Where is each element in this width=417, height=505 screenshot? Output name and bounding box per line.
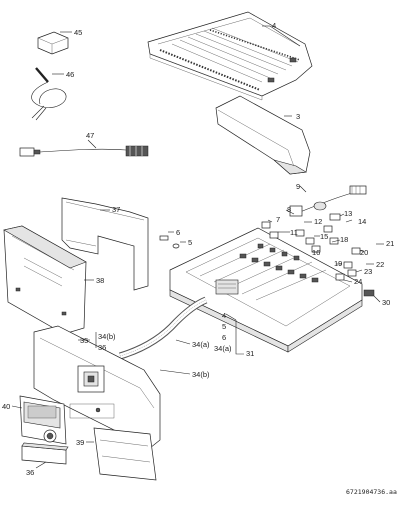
label-20: 20 — [360, 248, 368, 257]
label-12: 12 — [314, 217, 322, 226]
leader-lines — [11, 25, 384, 469]
label-39: 39 — [76, 438, 84, 447]
label-22: 22 — [376, 260, 384, 269]
part-45-module — [37, 31, 69, 55]
part-40-display-unit — [19, 395, 67, 445]
label-21: 21 — [386, 239, 394, 248]
label-13: 13 — [344, 209, 352, 218]
label-14: 14 — [358, 217, 366, 226]
label-23: 23 — [364, 267, 372, 276]
label-37: 37 — [112, 205, 120, 214]
label-31-5: 5 — [222, 322, 226, 331]
label-45: 45 — [74, 28, 82, 37]
part-35-panel-housing — [33, 325, 161, 449]
label-34a: 34(a) — [192, 340, 210, 349]
figure-code: 6721904736.aa — [346, 488, 397, 496]
part-3-flap-cover — [215, 95, 311, 175]
part-47-bus-cable — [19, 145, 149, 157]
label-18: 18 — [340, 235, 348, 244]
part-34-ribbon-cable — [118, 296, 208, 360]
label-8: 8 — [287, 205, 291, 214]
terminal-connectors — [261, 213, 375, 297]
label-36: 36 — [26, 468, 34, 477]
label-40: 40 — [2, 402, 10, 411]
part-37-bracket — [61, 197, 149, 291]
label-35: 35 — [80, 336, 88, 345]
label-38: 38 — [96, 276, 104, 285]
label-9: 9 — [296, 182, 300, 191]
label-15: 15 — [320, 232, 328, 241]
label-31-6: 6 — [222, 333, 226, 342]
label-31: 31 — [246, 349, 254, 358]
part-4-top-cover — [147, 11, 313, 101]
part-36-plate — [21, 442, 69, 465]
label-47: 47 — [86, 131, 94, 140]
label-4: 4 — [272, 21, 276, 30]
label-16: 16 — [312, 248, 320, 257]
label-24: 24 — [354, 277, 362, 286]
label-3: 3 — [296, 112, 300, 121]
label-7: 7 — [276, 215, 280, 224]
label-5: 5 — [188, 238, 192, 247]
part-38-front-fascia — [3, 225, 87, 335]
label-30: 30 — [382, 298, 390, 307]
label-35-36: 36 — [98, 343, 106, 352]
label-34b: 34(b) — [192, 370, 210, 379]
reference-labels: 4 3 45 46 47 37 38 6 5 9 8 7 11 12 13 14… — [2, 21, 397, 496]
label-19: 19 — [334, 259, 342, 268]
part-9-wiring-harness — [289, 185, 367, 217]
part-5-6-fuses — [159, 235, 180, 249]
part-31-control-box — [169, 227, 363, 353]
part-39-cover-plate — [93, 427, 157, 481]
label-46: 46 — [66, 70, 74, 79]
label-31-34a: 34(a) — [214, 344, 232, 353]
label-35-34b: 34(b) — [98, 332, 116, 341]
label-31-4: 4 — [222, 311, 226, 320]
part-46-sensor-cable — [31, 67, 67, 121]
label-11: 11 — [290, 228, 298, 237]
label-6: 6 — [176, 228, 180, 237]
